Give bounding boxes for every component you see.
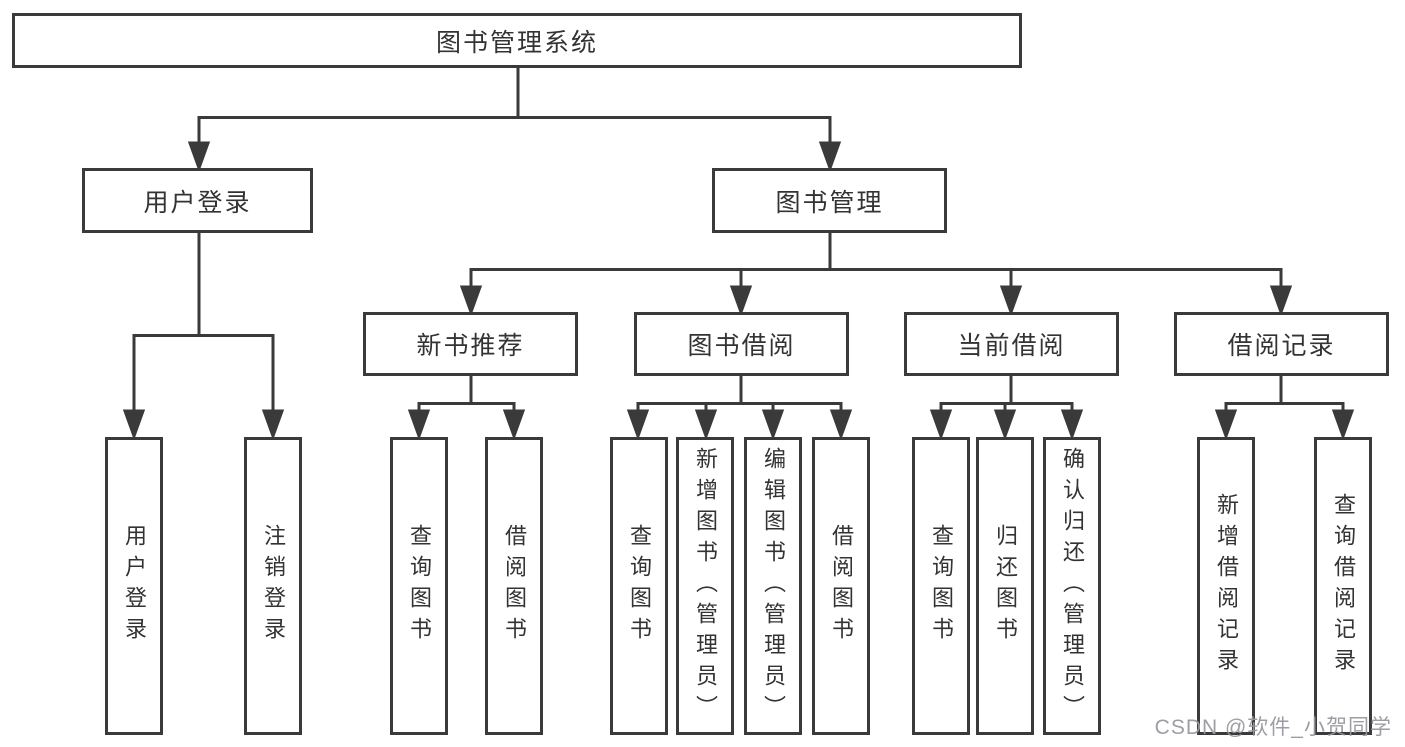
tree-connectors	[122, 68, 1355, 441]
arrowhead-icon	[626, 409, 650, 441]
leaf-label: 确认归还（管理员）	[1060, 446, 1085, 726]
leaf-query-borrow-record: 查询借阅记录	[1314, 437, 1372, 735]
leaf-label: 查询图书	[627, 524, 652, 648]
leaf-add-borrow-record: 新增借阅记录	[1197, 437, 1255, 735]
arrowhead-icon	[818, 141, 842, 173]
node-book-borrowing: 图书借阅	[634, 312, 849, 376]
csdn-watermark: CSDN @软件_小贺同学	[1154, 716, 1392, 739]
leaf-edit-book-admin: 编辑图书（管理员）	[744, 437, 802, 735]
leaf-label: 查询图书	[929, 524, 954, 648]
arrowhead-icon	[761, 409, 785, 441]
arrowhead-icon	[993, 409, 1017, 441]
leaf-user-login: 用户登录	[105, 437, 163, 735]
arrowhead-icon	[729, 285, 753, 317]
leaf-borrow-books-borrowing: 借阅图书	[812, 437, 870, 735]
leaf-query-books-borrowing: 查询图书	[610, 437, 668, 735]
leaf-label: 注销登录	[261, 524, 286, 648]
arrowhead-icon	[999, 285, 1023, 317]
leaf-label: 查询图书	[407, 524, 432, 648]
arrowhead-icon	[929, 409, 953, 441]
arrowhead-icon	[694, 409, 718, 441]
arrowhead-icon	[261, 409, 285, 441]
node-root: 图书管理系统	[12, 13, 1022, 68]
leaf-confirm-return-admin: 确认归还（管理员）	[1043, 437, 1101, 735]
leaf-logout: 注销登录	[244, 437, 302, 735]
arrowhead-icon	[829, 409, 853, 441]
arrowhead-icon	[407, 409, 431, 441]
arrowhead-icon	[502, 409, 526, 441]
arrowhead-icon	[1060, 409, 1084, 441]
node-book-management: 图书管理	[712, 168, 947, 233]
leaf-label: 查询借阅记录	[1331, 493, 1356, 679]
node-user-login: 用户登录	[82, 168, 313, 233]
leaf-label: 编辑图书（管理员）	[761, 446, 786, 726]
node-new-book-recommend: 新书推荐	[363, 312, 578, 376]
arrowhead-icon	[459, 285, 483, 317]
leaf-borrow-books-recommend: 借阅图书	[485, 437, 543, 735]
arrowhead-icon	[1269, 285, 1293, 317]
node-current-borrowing: 当前借阅	[904, 312, 1119, 376]
leaf-query-books-current: 查询图书	[912, 437, 970, 735]
leaf-query-books-recommend: 查询图书	[390, 437, 448, 735]
leaf-label: 用户登录	[122, 524, 147, 648]
arrowhead-icon	[187, 141, 211, 173]
leaf-return-books: 归还图书	[976, 437, 1034, 735]
node-borrowing-records: 借阅记录	[1174, 312, 1389, 376]
arrowhead-icon	[122, 409, 146, 441]
arrowhead-icon	[1214, 409, 1238, 441]
leaf-label: 新增借阅记录	[1214, 493, 1239, 679]
leaf-label: 借阅图书	[829, 524, 854, 648]
leaf-label: 新增图书（管理员）	[693, 446, 718, 726]
leaf-add-book-admin: 新增图书（管理员）	[676, 437, 734, 735]
arrowhead-icon	[1331, 409, 1355, 441]
leaf-label: 借阅图书	[502, 524, 527, 648]
leaf-label: 归还图书	[993, 524, 1018, 648]
